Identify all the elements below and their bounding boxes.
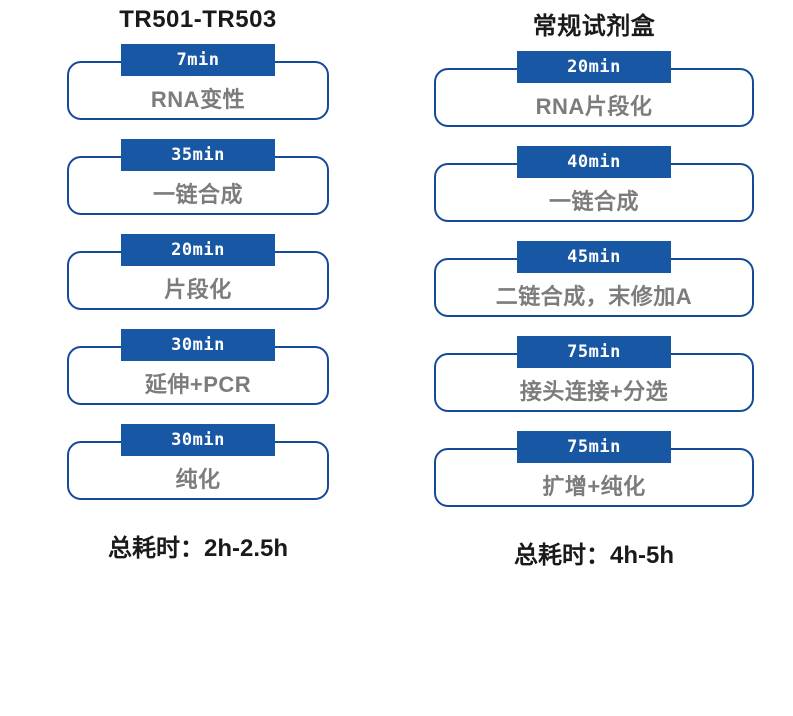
workflow-step: 纯化 30min: [67, 424, 329, 500]
workflow-step: RNA片段化 20min: [434, 51, 754, 127]
workflow-step: 一链合成 35min: [67, 139, 329, 215]
workflow-step: 片段化 20min: [67, 234, 329, 310]
workflow-step: RNA变性 7min: [67, 44, 329, 120]
step-time-badge: 30min: [121, 329, 275, 361]
total-time-left: 总耗时：2h-2.5h: [107, 535, 289, 562]
workflow-step: 接头连接+分选 75min: [434, 336, 754, 412]
workflow-step: 二链合成，末修加A 45min: [434, 241, 754, 317]
step-time-badge: 75min: [517, 336, 671, 368]
step-time-badge: 45min: [517, 241, 671, 273]
step-box: 扩增+纯化: [434, 448, 754, 507]
column-title-left: TR501-TR503: [119, 6, 277, 33]
step-list-left: RNA变性 7min 一链合成 35min 片段化 20min 延伸+PCR: [67, 44, 329, 500]
workflow-step: 一链合成 40min: [434, 146, 754, 222]
step-label: 片段化: [164, 276, 232, 302]
step-list-right: RNA片段化 20min 一链合成 40min 二链合成，末修加A 45min …: [434, 51, 754, 507]
step-label: 延伸+PCR: [144, 371, 252, 397]
step-label: RNA片段化: [535, 93, 653, 119]
step-time-badge: 20min: [517, 51, 671, 83]
step-time-badge: 40min: [517, 146, 671, 178]
column-title-right: 常规试剂盒: [532, 13, 656, 40]
workflow-step: 扩增+纯化 75min: [434, 431, 754, 507]
step-time-badge: 7min: [121, 44, 275, 76]
step-time-badge: 35min: [121, 139, 275, 171]
total-time-right: 总耗时：4h-5h: [513, 542, 674, 569]
workflow-column-right: 常规试剂盒 RNA片段化 20min 一链合成 40min 二链合成，末修加A …: [396, 0, 792, 716]
step-label: 接头连接+分选: [519, 378, 669, 404]
step-time-badge: 75min: [517, 431, 671, 463]
step-label: 一链合成: [548, 188, 639, 214]
step-label: 纯化: [175, 466, 221, 492]
step-label: 扩增+纯化: [542, 473, 646, 499]
step-time-badge: 20min: [121, 234, 275, 266]
workflow-column-left: TR501-TR503 RNA变性 7min 一链合成 35min 片段化 20…: [0, 0, 396, 716]
step-time-badge: 30min: [121, 424, 275, 456]
workflow-step: 延伸+PCR 30min: [67, 329, 329, 405]
step-label: 二链合成，末修加A: [495, 283, 693, 309]
step-label: RNA变性: [150, 86, 246, 112]
step-label: 一链合成: [152, 181, 243, 207]
